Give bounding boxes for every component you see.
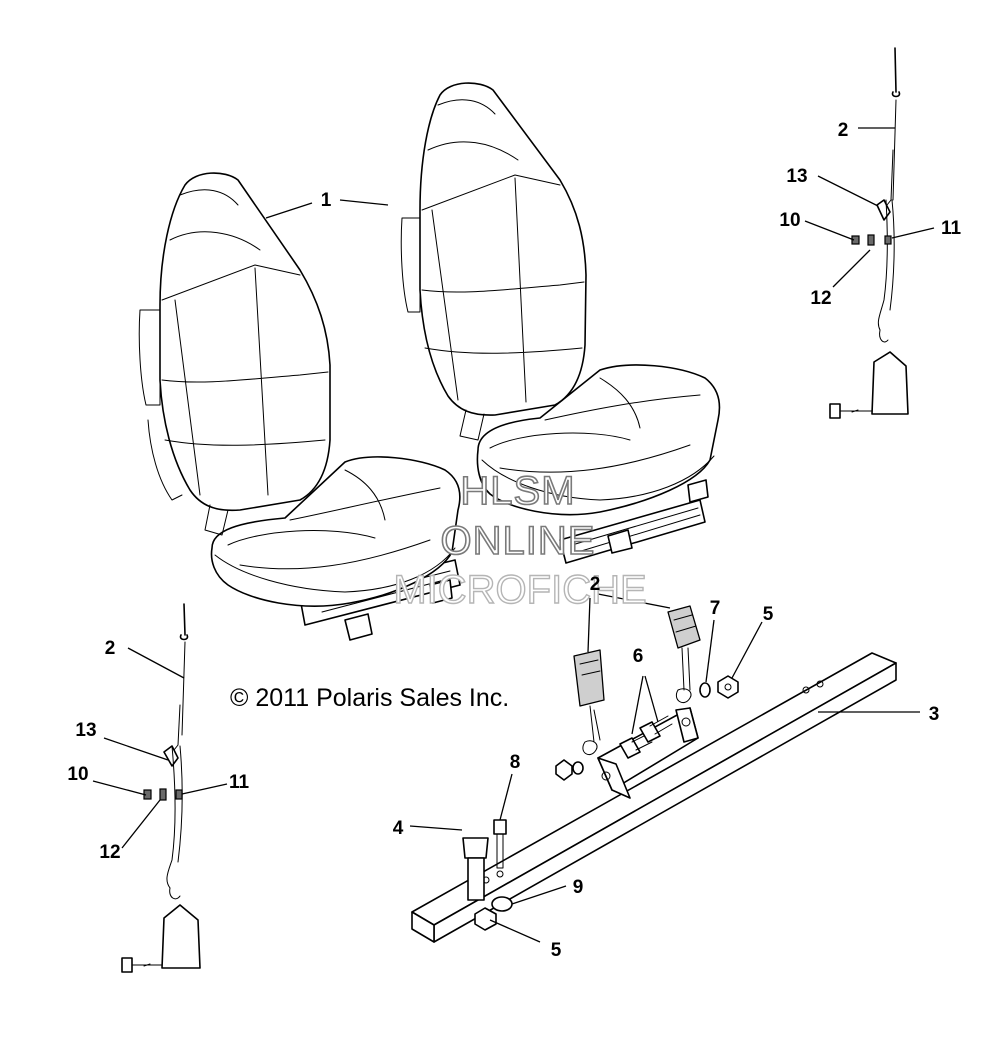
callout-8: 8 [510, 752, 521, 773]
callout-6: 6 [633, 646, 644, 667]
seat-belt-left [121, 603, 201, 973]
callout-10-left: 10 [67, 764, 88, 785]
callout-10-top: 10 [779, 210, 800, 231]
callout-5-bottom: 5 [551, 940, 562, 961]
buckle-left [573, 649, 605, 755]
buckle-right [667, 605, 701, 703]
callout-4: 4 [393, 818, 404, 839]
watermark-line-3: MICROFICHE [393, 568, 646, 612]
callout-3: 3 [929, 704, 940, 725]
seat-mount-bar [411, 652, 897, 943]
callout-1: 1 [321, 190, 332, 211]
copyright-notice: © 2011 Polaris Sales Inc. [230, 684, 509, 712]
callout-12-top: 12 [810, 288, 831, 309]
callout-2-top: 2 [838, 120, 849, 141]
right-seat [400, 82, 721, 564]
seat-belt-top-right [829, 47, 909, 419]
callout-2-mid: 2 [590, 574, 601, 595]
callout-13-top: 13 [786, 166, 807, 187]
callout-2-left: 2 [105, 638, 116, 659]
callout-11-left: 11 [229, 772, 250, 793]
callout-5-top: 5 [763, 604, 774, 625]
callout-labels: 1 2 13 10 11 12 2 13 10 11 12 2 7 5 6 3 … [67, 120, 961, 961]
callout-7: 7 [710, 598, 721, 619]
callout-13-left: 13 [75, 720, 96, 741]
watermark-line-1: HLSM [460, 469, 575, 513]
callout-12-left: 12 [99, 842, 120, 863]
callout-11-top: 11 [941, 218, 962, 239]
callout-9: 9 [573, 877, 584, 898]
left-seat [138, 172, 461, 641]
watermark: HLSM ONLINE MICROFICHE [393, 468, 648, 613]
watermark-line-2: ONLINE [441, 519, 596, 563]
hardware [462, 675, 739, 931]
